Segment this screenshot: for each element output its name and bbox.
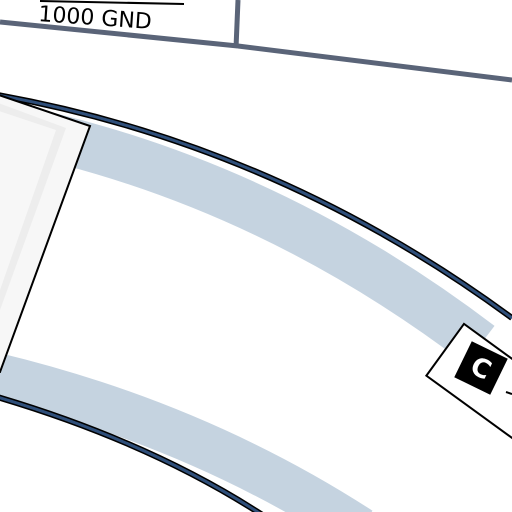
airspace-class-badge-icon (454, 341, 508, 395)
altitude-label-underline (39, 0, 185, 5)
vertical-boundary-line (233, 0, 241, 49)
inner-airspace-boundary (0, 396, 261, 512)
top-boundary-line-left (0, 19, 239, 49)
inner-arc-tint-band (0, 353, 373, 512)
top-boundary-line-right (237, 43, 512, 83)
class-badge-group: C (454, 341, 508, 395)
right-tab-tick (505, 391, 512, 395)
outer-airspace-boundary (0, 93, 512, 320)
left-label-tab-inner (0, 111, 56, 290)
